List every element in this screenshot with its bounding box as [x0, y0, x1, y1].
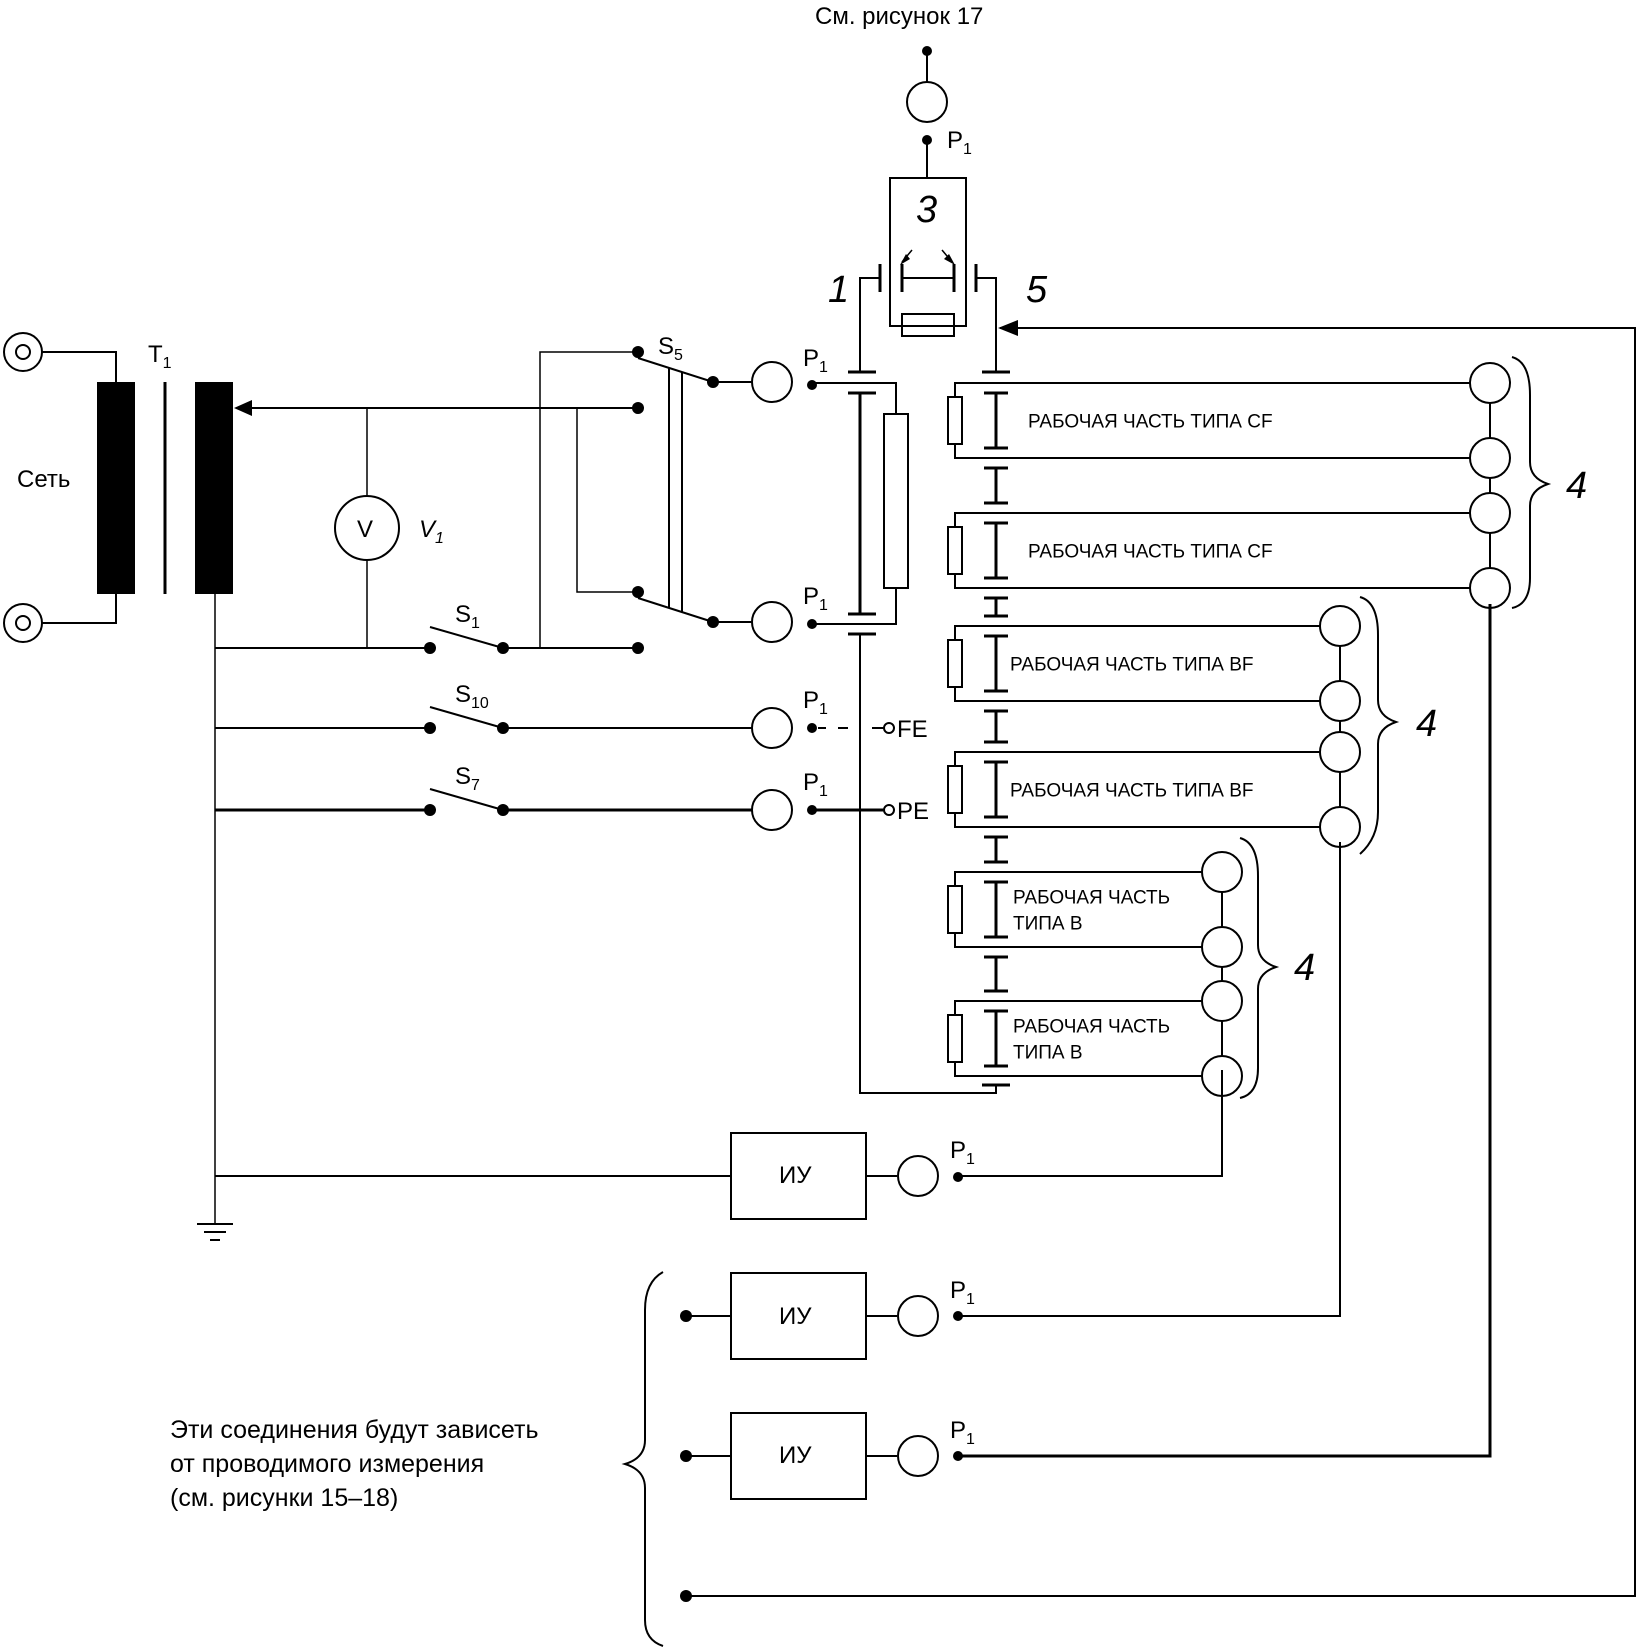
- fe-label: FE: [897, 716, 928, 743]
- applied-part-connector[interactable]: [1319, 731, 1361, 773]
- p1-meter-fe: [751, 707, 793, 749]
- applied-part-connector[interactable]: [1319, 806, 1361, 848]
- isolation-barrier: [984, 709, 1008, 744]
- callout-4-cf: 4: [1566, 465, 1587, 507]
- isolation-barrier: [984, 955, 1008, 993]
- applied-part-connector[interactable]: [1201, 851, 1243, 893]
- applied-part-label: РАБОЧАЯ ЧАСТЬ: [1013, 888, 1170, 909]
- applied-part-connector[interactable]: [1319, 680, 1361, 722]
- applied-part-connector[interactable]: [1469, 437, 1511, 479]
- svg-text:ИУ: ИУ: [779, 1442, 812, 1469]
- svg-text:ИУ: ИУ: [779, 1303, 812, 1330]
- callout-4-b: 4: [1294, 947, 1315, 989]
- p1-label-upper: P1: [803, 345, 828, 376]
- applied-part-5: РАБОЧАЯ ЧАСТЬ ТИПА B: [947, 871, 1202, 948]
- callout-4-bf: 4: [1416, 703, 1437, 745]
- applied-part-label: РАБОЧАЯ ЧАСТЬ ТИПА CF: [1028, 542, 1273, 563]
- measuring-device-3: ИУ: [680, 1412, 867, 1500]
- note-line-3: (см. рисунки 15–18): [170, 1484, 398, 1512]
- switch-s1[interactable]: [424, 626, 509, 654]
- note-line-2: от проводимого измерения: [170, 1450, 484, 1478]
- switch-s10[interactable]: [424, 706, 509, 734]
- switch-s7[interactable]: [424, 788, 509, 816]
- electrode-5: [974, 264, 1010, 374]
- mains-terminal-bottom[interactable]: [3, 603, 43, 643]
- applied-part-3: РАБОЧАЯ ЧАСТЬ ТИПА BF: [947, 625, 1320, 702]
- applied-part-connector[interactable]: [1201, 980, 1243, 1022]
- fe-terminal[interactable]: [883, 722, 895, 734]
- p1-label-fe: P1: [803, 687, 828, 718]
- applied-part-connector[interactable]: [1469, 362, 1511, 404]
- top-reference-label: См. рисунок 17: [815, 3, 983, 30]
- switch-s10-label: S10: [455, 681, 489, 712]
- p1-label-md2: P1: [950, 1277, 975, 1308]
- applied-part-connectors: [1201, 362, 1511, 1097]
- switch-s5-label: S5: [658, 333, 683, 364]
- switch-s1-label: S1: [455, 601, 480, 632]
- applied-part-connector[interactable]: [1469, 492, 1511, 534]
- voltmeter-label: V1: [419, 516, 444, 547]
- applied-part-connector[interactable]: [1469, 567, 1511, 609]
- p1-label-pe: P1: [803, 769, 828, 800]
- applied-part-label: РАБОЧАЯ ЧАСТЬ ТИПА BF: [1010, 655, 1254, 676]
- p1-label-md1: P1: [950, 1137, 975, 1168]
- switch-s7-label: S7: [455, 763, 480, 794]
- isolation-barrier: [984, 835, 1008, 864]
- top-p1-connector: [906, 46, 948, 178]
- pe-terminal[interactable]: [883, 804, 895, 816]
- callout-3: 3: [916, 189, 937, 231]
- pe-label: PE: [897, 798, 929, 825]
- p1-label-lower: P1: [803, 583, 828, 614]
- transformer-label: T1: [148, 341, 172, 372]
- return-bus-5: [680, 320, 1636, 1602]
- p1-meter-lower: [751, 601, 793, 643]
- applied-part-connector[interactable]: [1201, 926, 1243, 968]
- bracket-b: [1239, 837, 1280, 1099]
- mains-terminal-top[interactable]: [3, 332, 43, 372]
- component-3-box: [889, 177, 967, 337]
- svg-text:V: V: [357, 516, 373, 543]
- applied-part-2: РАБОЧАЯ ЧАСТЬ ТИПА CF: [947, 512, 1470, 589]
- p1-label-md3: P1: [950, 1417, 975, 1448]
- equipment-enclosure: [812, 382, 1010, 1094]
- p1-meter-upper: [751, 361, 793, 403]
- isolation-barrier: [984, 596, 1008, 618]
- svg-text:ИУ: ИУ: [779, 1162, 812, 1189]
- p1-meter-pe: [751, 789, 793, 831]
- ground-symbol: [197, 1176, 233, 1241]
- callout-1: 1: [828, 269, 849, 311]
- bracket-bf: [1359, 596, 1400, 855]
- applied-part-6: РАБОЧАЯ ЧАСТЬ ТИПА B: [947, 1000, 1202, 1077]
- voltmeter-v1: V: [334, 495, 400, 561]
- measuring-device-2: ИУ: [680, 1272, 867, 1360]
- applied-part-1: РАБОЧАЯ ЧАСТЬ ТИПА CF: [947, 382, 1470, 459]
- applied-part-label-line2: ТИПА B: [1013, 914, 1083, 935]
- applied-part-label: РАБОЧАЯ ЧАСТЬ ТИПА CF: [1028, 412, 1273, 433]
- electrode-1: [848, 264, 882, 374]
- mains-label: Сеть: [17, 466, 70, 493]
- applied-part-4: РАБОЧАЯ ЧАСТЬ ТИПА BF: [947, 751, 1320, 828]
- bracket-note: [621, 1271, 664, 1647]
- measuring-device-1: ИУ: [730, 1132, 867, 1220]
- transformer-t1: [97, 382, 252, 594]
- switch-s5[interactable]: [632, 346, 719, 628]
- applied-part-connector[interactable]: [1319, 605, 1361, 647]
- p1-label-top: P1: [947, 127, 972, 158]
- callout-5: 5: [1026, 269, 1048, 311]
- applied-part-label: РАБОЧАЯ ЧАСТЬ: [1013, 1017, 1170, 1038]
- isolation-barrier: [984, 466, 1008, 505]
- bracket-cf: [1511, 356, 1552, 609]
- p1-meter-md2: [897, 1295, 939, 1337]
- note-line-1: Эти соединения будут зависеть: [170, 1416, 538, 1444]
- applied-part-label: РАБОЧАЯ ЧАСТЬ ТИПА BF: [1010, 781, 1254, 802]
- applied-part-label-line2: ТИПА B: [1013, 1043, 1083, 1064]
- applied-parts-group: РАБОЧАЯ ЧАСТЬ ТИПА CF РАБОЧАЯ ЧАСТЬ ТИПА …: [947, 382, 1470, 1077]
- p1-meter-md3: [897, 1435, 939, 1477]
- p1-meter-md1: [897, 1155, 939, 1197]
